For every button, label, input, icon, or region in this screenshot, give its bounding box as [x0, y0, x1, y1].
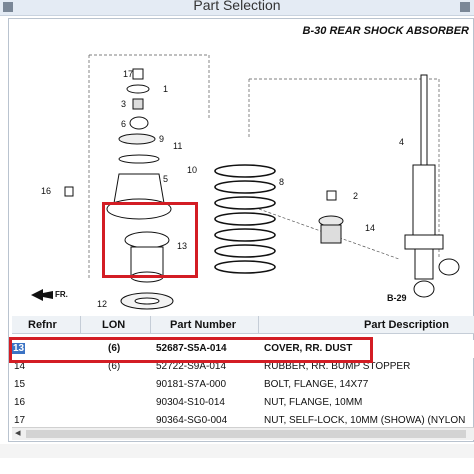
- nut-part-17: [132, 68, 144, 80]
- ref-b29-label: B-29: [387, 293, 407, 303]
- front-arrow-icon: [31, 289, 53, 301]
- table-header: Refnr LON Part Number Part Description: [12, 316, 474, 334]
- title-bar: Part Selection: [0, 0, 474, 16]
- table-row[interactable]: 13 (6) 52687-S5A-014 COVER, RR. DUST: [12, 340, 474, 358]
- callout-8: 8: [279, 177, 284, 187]
- parts-table: Refnr LON Part Number Part Description 1…: [12, 316, 474, 440]
- window-control-icon[interactable]: [460, 2, 470, 12]
- seal-part-11: [118, 154, 160, 164]
- row-refnr: 16: [14, 397, 26, 408]
- nut-part-2: [326, 190, 337, 201]
- bushing-part-3: [132, 98, 144, 110]
- col-lon-header[interactable]: LON: [102, 319, 126, 331]
- row-description: COVER, RR. DUST: [264, 343, 353, 354]
- callout-16: 16: [41, 186, 51, 196]
- row-description: BOLT, FLANGE, 14X77: [264, 379, 369, 390]
- row-refnr: 17: [14, 415, 26, 426]
- shock-absorber-part-4: [404, 74, 460, 298]
- row-refnr: 14: [14, 361, 26, 372]
- coil-spring-part-8: [214, 164, 276, 274]
- callout-17: 17: [123, 69, 133, 79]
- row-refnr: 15: [14, 379, 26, 390]
- row-description: NUT, SELF-LOCK, 10MM (SHOWA) (NYLON: [264, 415, 466, 426]
- scroll-left-icon[interactable]: ◂: [15, 427, 21, 439]
- callout-6: 6: [121, 119, 126, 129]
- row-part-number: 52722-S9A-014: [156, 361, 227, 372]
- nut-part-16: [64, 186, 74, 197]
- window-footer: [0, 444, 474, 474]
- washer-part-1: [126, 84, 150, 94]
- callout-14: 14: [365, 223, 375, 233]
- window-title: Part Selection: [193, 0, 281, 13]
- callout-10: 10: [187, 165, 197, 175]
- table-row[interactable]: 14 (6) 52722-S9A-014 RUBBER, RR. BUMP ST…: [12, 358, 474, 376]
- diagram-highlight-box: [102, 202, 198, 278]
- diagram-heading: B-30 REAR SHOCK ABSORBER: [302, 25, 469, 37]
- row-lon: (6): [108, 343, 121, 354]
- window-menu-icon[interactable]: [3, 2, 13, 12]
- table-row[interactable]: 16 90304-S10-014 NUT, FLANGE, 10MM: [12, 394, 474, 412]
- row-description: RUBBER, RR. BUMP STOPPER: [264, 361, 411, 372]
- row-lon: (6): [108, 361, 121, 372]
- row-highlight-box: [9, 337, 373, 363]
- exploded-parts-diagram: 17 1 3 6 9 11 10 16 5 13 12 2 14 8 4 FR.…: [31, 54, 460, 310]
- callout-3: 3: [121, 99, 126, 109]
- callout-12: 12: [97, 299, 107, 309]
- callout-5: 5: [163, 174, 168, 184]
- col-description-header[interactable]: Part Description: [364, 319, 449, 331]
- table-row[interactable]: 17 90364-SG0-004 NUT, SELF-LOCK, 10MM (S…: [12, 412, 474, 430]
- mount-rubber-part-9: [118, 133, 156, 145]
- row-refnr: 13: [12, 343, 26, 354]
- callout-9: 9: [159, 134, 164, 144]
- callout-1: 1: [163, 84, 168, 94]
- table-row[interactable]: 15 90181-S7A-000 BOLT, FLANGE, 14X77: [12, 376, 474, 394]
- row-part-number: 90304-S10-014: [156, 397, 225, 408]
- scrollbar-thumb[interactable]: [26, 430, 466, 438]
- callout-2: 2: [353, 191, 358, 201]
- part-selection-panel: B-30 REAR SHOCK ABSORBER: [8, 18, 474, 442]
- callout-11: 11: [173, 141, 182, 151]
- col-refnr-header[interactable]: Refnr: [28, 319, 57, 331]
- callout-13: 13: [177, 241, 187, 251]
- row-part-number: 52687-S5A-014: [156, 343, 227, 354]
- front-label: FR.: [55, 290, 68, 299]
- col-part-number-header[interactable]: Part Number: [170, 319, 237, 331]
- horizontal-scrollbar[interactable]: ◂: [12, 427, 474, 440]
- row-part-number: 90181-S7A-000: [156, 379, 227, 390]
- washer-part-6: [129, 116, 149, 130]
- callout-4: 4: [399, 137, 404, 147]
- row-part-number: 90364-SG0-004: [156, 415, 228, 426]
- row-description: NUT, FLANGE, 10MM: [264, 397, 363, 408]
